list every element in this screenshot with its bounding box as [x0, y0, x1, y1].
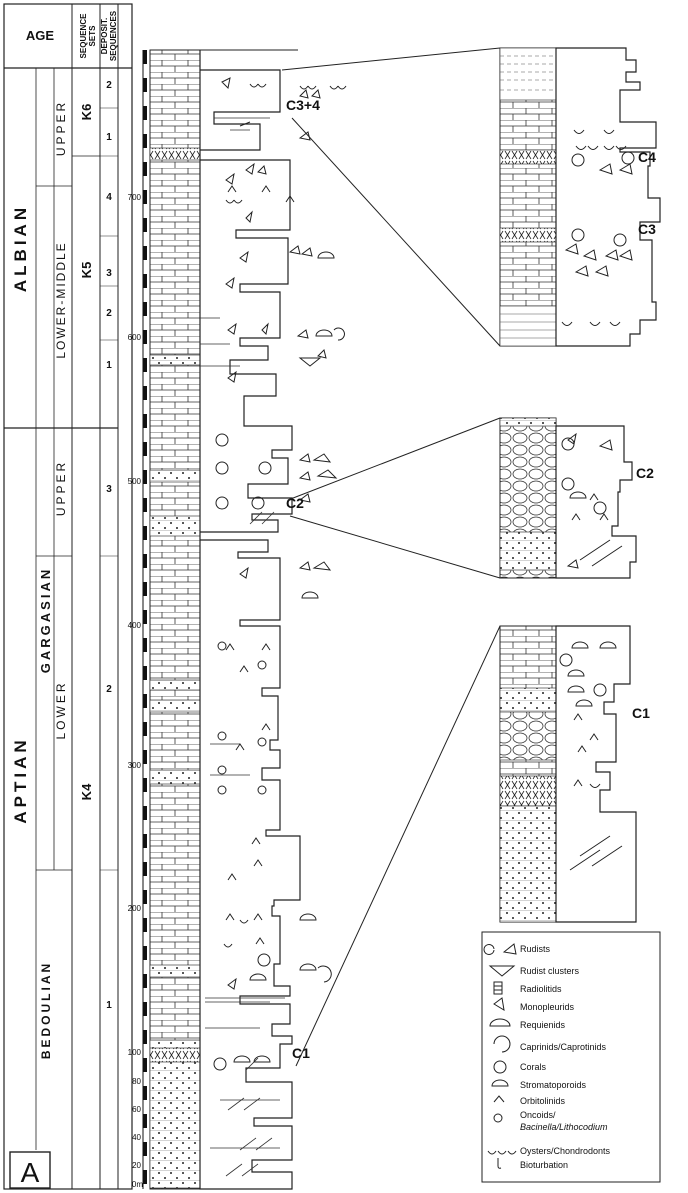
legend-label: Rudists	[520, 944, 551, 954]
cycle-label-c2: C2	[636, 465, 654, 481]
deposit-seq: 4	[106, 192, 112, 203]
deposit-seq: 3	[106, 268, 112, 279]
depth-tick: 40	[132, 1133, 141, 1142]
detail-panel-c2	[499, 417, 637, 579]
sequence-set-k5: K5	[79, 262, 94, 279]
deposit-sequences-header-1: DEPOSIT.	[100, 18, 109, 54]
deposit-seq: 1	[106, 132, 112, 143]
cycle-label-c4: C4	[638, 149, 656, 165]
sequence-sets-header-2: SETS	[88, 25, 97, 47]
stromatoporoids-icon	[491, 1079, 509, 1087]
sequence-sets-header-1: SEQUENCE	[79, 13, 88, 59]
panel-label: A	[21, 1157, 40, 1188]
deposit-seq: 2	[106, 80, 112, 91]
depth-tick: 500	[128, 477, 142, 486]
deposit-seq: 3	[106, 484, 112, 495]
fossil-symbols	[213, 77, 347, 1071]
depth-tick: 0m	[132, 1180, 143, 1189]
depth-tick: 100	[128, 1048, 142, 1057]
depth-tick: 400	[128, 621, 142, 630]
deposit-seq: 1	[106, 1000, 112, 1011]
cycle-label-c3: C3	[638, 221, 656, 237]
deposit-seq: 2	[106, 308, 112, 319]
sequence-set-k4: K4	[79, 783, 94, 800]
correlation-lines	[281, 47, 501, 1067]
monopleurids-icon	[493, 997, 505, 1011]
deposit-seq: 2	[106, 684, 112, 695]
depth-tick: 20	[132, 1161, 141, 1170]
substage-bedoulian: BEDOULIAN	[39, 961, 53, 1059]
legend-label: Monopleurids	[520, 1002, 575, 1012]
depth-ruler	[142, 50, 147, 1189]
albian-upper-label: UPPER	[54, 100, 68, 156]
legend-label: Stromatoporoids	[520, 1080, 587, 1090]
oncoids-icon	[493, 1113, 503, 1123]
rudist-clusters-icon	[488, 965, 516, 977]
main-log	[149, 49, 301, 1190]
legend: Rudists Rudist clusters Radiolitids Mono…	[481, 931, 661, 1183]
depth-tick: 80	[132, 1077, 141, 1086]
cycle-label-c1: C1	[632, 705, 650, 721]
detail-panel-c1	[499, 625, 637, 923]
corals-icon	[493, 1060, 507, 1074]
cycle-label-c3-4: C3+4	[286, 97, 320, 113]
age-table	[3, 3, 133, 1190]
legend-label: Rudist clusters	[520, 966, 580, 976]
legend-label-secondary: Bacinella/Lithocodium	[520, 1122, 608, 1132]
deposit-sequences-header-2: SEQUENCES	[109, 10, 118, 61]
depth-tick: 200	[128, 904, 142, 913]
gargasian-upper-label: UPPER	[54, 460, 68, 516]
depth-tick: 700	[128, 193, 142, 202]
legend-label: Caprinids/Caprotinids	[520, 1042, 607, 1052]
legend-label: Radiolitids	[520, 984, 562, 994]
albian-lower-middle-label: LOWER-MIDDLE	[54, 241, 68, 358]
substage-gargasian: GARGASIAN	[38, 567, 53, 673]
rudists-icon	[483, 944, 495, 955]
age-header: AGE	[26, 28, 55, 43]
gargasian-lower-label: LOWER	[54, 680, 68, 739]
stage-aptian: APTIAN	[11, 736, 30, 823]
radiolitids-icon	[493, 981, 503, 995]
depth-tick: 60	[132, 1105, 141, 1114]
legend-label: Oncoids/	[520, 1110, 556, 1120]
legend-label: Bioturbation	[520, 1160, 568, 1170]
orbitolinids-icon	[493, 1095, 505, 1103]
legend-label: Orbitolinids	[520, 1096, 566, 1106]
caprinids-icon	[493, 1035, 511, 1053]
stage-albian: ALBIAN	[11, 204, 30, 292]
legend-label: Oysters/Chondrodonts	[520, 1146, 611, 1156]
requienids-icon	[489, 1018, 511, 1027]
legend-label: Corals	[520, 1062, 547, 1072]
sequence-set-k6: K6	[79, 104, 94, 121]
bioturbation-icon	[497, 1158, 502, 1169]
deposit-seq: 1	[106, 360, 112, 371]
legend-label: Requienids	[520, 1020, 566, 1030]
cycle-label-c1-main: C1	[292, 1045, 310, 1061]
depth-tick: 300	[128, 761, 142, 770]
depth-tick: 600	[128, 333, 142, 342]
oysters-icon	[487, 1150, 517, 1155]
detail-panel-c3-c4	[499, 47, 661, 347]
